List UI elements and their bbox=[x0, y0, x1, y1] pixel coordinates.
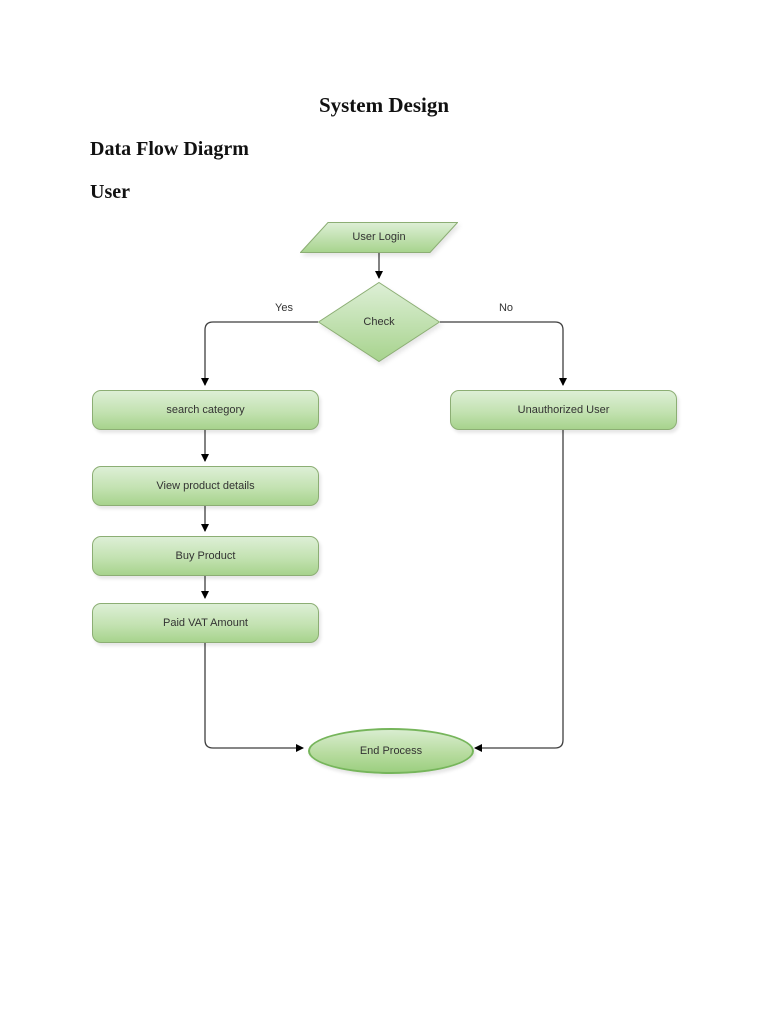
edge-label-no: No bbox=[498, 302, 514, 314]
node-paid-vat-amount: Paid VAT Amount bbox=[92, 603, 319, 643]
node-paid-vat-amount-label: Paid VAT Amount bbox=[163, 616, 248, 629]
node-end-process: End Process bbox=[308, 728, 474, 774]
node-unauthorized-user: Unauthorized User bbox=[450, 390, 677, 430]
section-heading-user: User bbox=[90, 181, 130, 203]
node-end-process-label: End Process bbox=[359, 744, 423, 757]
section-heading-data-flow-diagram: Data Flow Diagrm bbox=[90, 138, 249, 160]
edge-label-yes: Yes bbox=[275, 302, 293, 314]
page-title: System Design bbox=[318, 93, 450, 117]
node-user-login: User Login bbox=[300, 222, 458, 253]
node-buy-product: Buy Product bbox=[92, 536, 319, 576]
node-unauthorized-user-label: Unauthorized User bbox=[517, 403, 610, 416]
node-check-label: Check bbox=[363, 315, 395, 328]
node-view-product-details: View product details bbox=[92, 466, 319, 506]
node-check: Check bbox=[318, 282, 440, 362]
node-view-product-details-label: View product details bbox=[156, 479, 255, 492]
node-user-login-label: User Login bbox=[352, 231, 406, 244]
node-search-category-label: search category bbox=[166, 403, 245, 416]
node-search-category: search category bbox=[92, 390, 319, 430]
node-buy-product-label: Buy Product bbox=[175, 549, 236, 562]
